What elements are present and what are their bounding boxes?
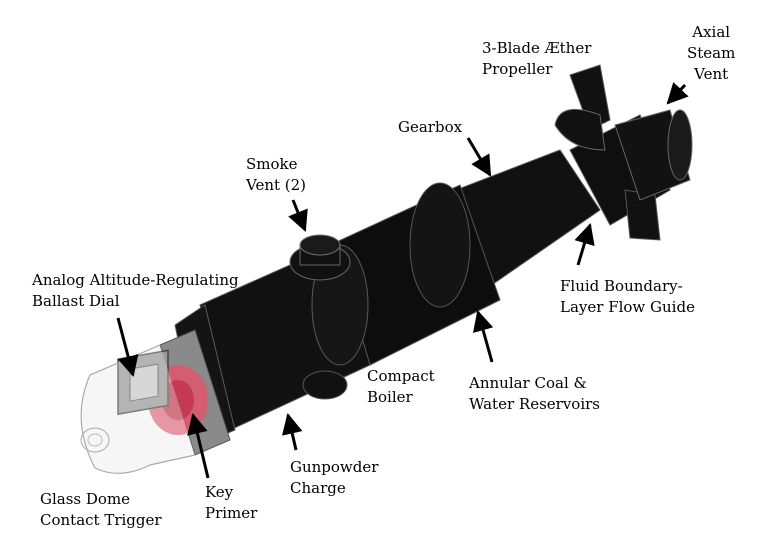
smoke-vent-top (299, 234, 341, 256)
label-axial-steam-vent: Axial Steam Vent (687, 23, 736, 83)
label-propeller: 3-Blade Æther Propeller (482, 39, 592, 78)
arrow-key-primer (187, 412, 210, 479)
label-compact-boiler: Compact Boiler (367, 367, 435, 406)
arrow-fluid-guide (574, 222, 595, 266)
arrow-gunpowder (281, 412, 303, 451)
key-primer-core (162, 380, 194, 420)
label-smoke-vent: Smoke Vent (2) (246, 155, 307, 194)
contact-trigger (80, 427, 110, 453)
glass-dome (80, 344, 196, 474)
arrow-ballast-dial (116, 317, 139, 378)
arrow-reservoirs (472, 309, 494, 363)
label-glass-dome: Glass Dome Contact Trigger (40, 490, 162, 529)
contact-trigger-inner (87, 433, 103, 447)
label-ballast-dial: Analog Altitude-Regulating Ballast Dial (32, 271, 239, 310)
reservoir-ring (409, 182, 471, 308)
arrow-gearbox (466, 137, 492, 177)
label-key-primer: Key Primer (205, 483, 258, 522)
arrow-smoke-vent (288, 199, 308, 232)
boiler-bulge (302, 370, 348, 400)
arrows (116, 82, 689, 479)
axial-steam-vent-opening (667, 109, 693, 181)
label-gearbox: Gearbox (398, 118, 463, 136)
label-gunpowder: Gunpowder Charge (290, 458, 379, 497)
torpedo-body (80, 64, 693, 474)
propeller-blade-left (554, 108, 606, 151)
label-reservoirs: Annular Coal & Water Reservoirs (469, 374, 600, 413)
label-fluid-guide: Fluid Boundary- Layer Flow Guide (560, 277, 695, 316)
arrow-axial-steam-vent (666, 82, 689, 105)
